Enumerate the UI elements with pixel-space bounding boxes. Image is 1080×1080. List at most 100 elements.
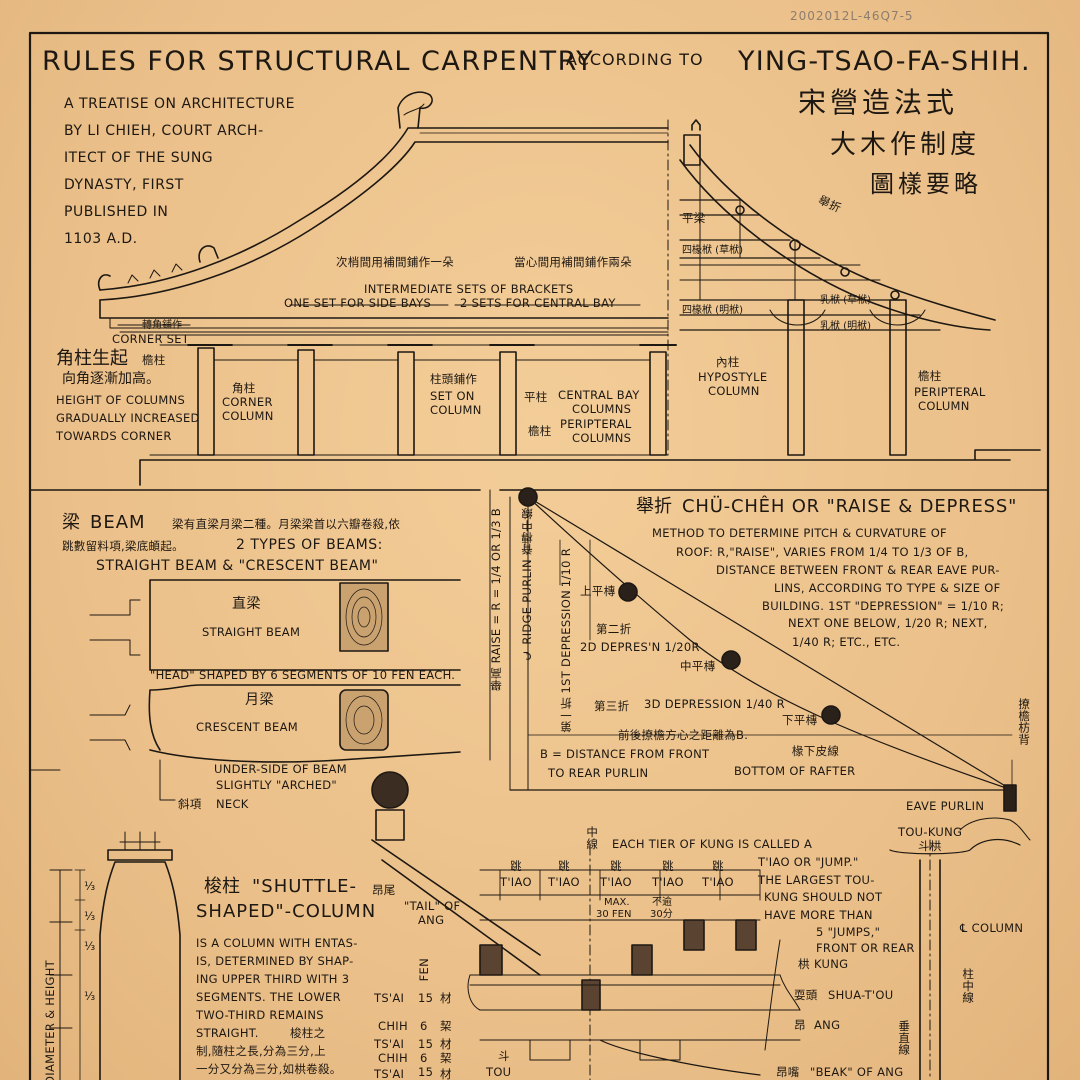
set-on-column-label: SET ON [430, 389, 475, 403]
fen-value: 6 [420, 1051, 428, 1065]
treatise-line: 1103 A.D. [64, 231, 138, 247]
tsai-label: TS'AI [374, 991, 405, 1005]
kung-label: KUNG [814, 957, 849, 971]
central-bay-columns: COLUMNS [572, 402, 632, 416]
elevation-cn-left-note: 次梢間用補間鋪作一朵 [336, 255, 454, 269]
section-beam-4a: 四椽栿 (草栿) [682, 245, 743, 256]
tier-note-line: T'IAO OR "JUMP." [758, 855, 859, 869]
tier-note-line: 5 "JUMPS," [816, 925, 881, 939]
tier-note-line: THE LARGEST TOU- [758, 873, 875, 887]
first-depression-label: 第一折 1ST DEPRESSION [559, 590, 573, 733]
tiao-cn: 跳 [662, 859, 674, 873]
chih-label: CHIH [378, 1019, 408, 1033]
outer-column-label: COLUMN [918, 399, 970, 413]
section-beam-2b: 乳栿 (明栿) [820, 321, 871, 332]
fen-value: 15 [418, 1037, 434, 1051]
eave-purlin-cn: 撩檐枋背 [1017, 698, 1032, 746]
intermediate-brackets-label: INTERMEDIATE SETS OF BRACKETS [364, 282, 574, 296]
tsai-cn: 材 [440, 1037, 452, 1051]
head-note: "HEAD" SHAPED BY 6 SEGMENTS OF 10 FEN EA… [150, 668, 456, 682]
neck-cn: 斜項 [178, 797, 202, 811]
corner-column-label: CORNER [222, 395, 273, 409]
peripteral-cn: 檐柱 [528, 424, 552, 438]
underside-note: UNDER-SIDE OF BEAM [214, 762, 347, 776]
tiao-label: T'IAO [652, 875, 684, 889]
column-heading-2: SHAPED"-COLUMN [196, 901, 377, 922]
beak-cn: 昂嘴 [776, 1065, 800, 1079]
vertical-line-cn: 垂直線 [897, 1020, 912, 1056]
column-desc: IS, DETERMINED BY SHAP- [196, 954, 354, 968]
toukung-label: TOU-KUNG [898, 825, 963, 839]
tou-label: TOU [486, 1065, 512, 1079]
raise-depress-diagram [509, 487, 1017, 812]
rise-cn-title: 角柱生起 [56, 348, 128, 369]
column-fraction: ⅓ [84, 879, 96, 893]
beam-types-2: STRAIGHT BEAM & "CRESCENT BEAM" [96, 558, 379, 574]
chinese-subtitle-1: 大木作制度 [830, 130, 981, 160]
corner-set-cn: 轉角鋪作 [142, 320, 182, 331]
tiao-label: T'IAO [500, 875, 532, 889]
shuatou-label: SHUA-T'OU [828, 988, 894, 1002]
section-roof [689, 144, 996, 321]
title-line3: YING-TSAO-FA-SHIH. [738, 46, 1031, 77]
tier-note-line: EACH TIER OF KUNG IS CALLED A [612, 837, 813, 851]
rafter-label: BOTTOM OF RAFTER [734, 764, 856, 778]
tail-label: ANG [418, 913, 445, 927]
shuatou-cn: 耍頭 [794, 988, 818, 1002]
chih-cn: 栔 [440, 1019, 452, 1033]
elevation-cn-right-note: 當心間用補間鋪作兩朵 [514, 255, 632, 269]
upper-purlin-cn: 上平槫 [580, 584, 616, 598]
column-desc: ING UPPER THIRD WITH 3 [196, 972, 350, 986]
tsai-cn: 材 [440, 1067, 452, 1080]
rise-cn-column: 檐柱 [142, 353, 166, 367]
central-bay-columns: CENTRAL BAY [558, 388, 640, 402]
title-line1: RULES FOR STRUCTURAL CARPENTRY [42, 46, 595, 77]
beak-label: "BEAK" OF ANG [810, 1065, 904, 1079]
outer-column-label: PERIPTERAL [914, 385, 986, 399]
section-beam-4b: 四椽栿 (明栿) [682, 305, 743, 316]
raise-desc: 1/40 R; ETC., ETC. [792, 635, 901, 649]
tenth-r-label: 1/10 R [559, 548, 573, 588]
column-heading-cn: 梭柱 [204, 876, 240, 897]
rise-en-line: GRADUALLY INCREASED [56, 411, 200, 425]
chih-label: CHIH [378, 1051, 408, 1065]
ridge-vertical-label: ℄ RIDGE PURLIN 脊槫中線 [520, 508, 534, 663]
set-on-column-label: COLUMN [430, 403, 482, 417]
mid-purlin-cn: 中平槫 [680, 659, 716, 673]
section-pingliang: 平梁 [682, 211, 706, 225]
raise-desc: NEXT ONE BELOW, 1/20 R; NEXT, [788, 616, 988, 630]
max-label: 30 FEN [596, 909, 632, 920]
tsai-label: TS'AI [374, 1037, 405, 1051]
fen-value: 15 [418, 1065, 434, 1079]
max-cn: 不逾 [652, 897, 672, 908]
shuttle-column-drawing [49, 831, 181, 1080]
column-desc: TWO-THIRD REMAINS [196, 1008, 324, 1022]
column-desc: SEGMENTS. THE LOWER [196, 990, 341, 1004]
tier-note-line: KUNG SHOULD NOT [764, 890, 883, 904]
tiao-label: T'IAO [600, 875, 632, 889]
second-depression-label: 2D DEPRES'N 1/20R [580, 640, 700, 654]
column-fraction: ⅓ [84, 989, 96, 1003]
rise-en-line: TOWARDS CORNER [56, 429, 172, 443]
treatise-line: BY LI CHIEH, COURT ARCH- [64, 123, 264, 139]
tsai-cn: 材 [440, 991, 452, 1005]
tail-cn: 昂尾 [372, 883, 396, 897]
beam-heading-cn: 梁 [62, 512, 80, 533]
rise-en-line: HEIGHT OF COLUMNS [56, 393, 186, 407]
rise-cn-desc: 向角逐漸加高。 [62, 371, 160, 387]
raise-heading-cn: 舉折 [636, 496, 672, 517]
third-depression-cn: 第三折 [594, 699, 630, 713]
raise-desc: DISTANCE BETWEEN FRONT & REAR EAVE PUR- [716, 563, 1000, 577]
ang-label: ANG [814, 1018, 841, 1032]
column-centerline: ℄ COLUMN [960, 921, 1024, 935]
tiao-cn: 跳 [712, 859, 724, 873]
treatise-line: ITECT OF THE SUNG [64, 150, 214, 166]
side-bays-label: ONE SET FOR SIDE BAYS [284, 296, 432, 310]
column-fraction: ⅓ [84, 939, 96, 953]
kung-cn: 栱 [798, 957, 810, 971]
lower-purlin-cn: 下平槫 [782, 713, 818, 727]
beam-types: 2 TYPES OF BEAMS: [236, 537, 383, 553]
tiao-cn: 跳 [610, 859, 622, 873]
raise-desc: METHOD TO DETERMINE PITCH & CURVATURE OF [652, 526, 947, 540]
